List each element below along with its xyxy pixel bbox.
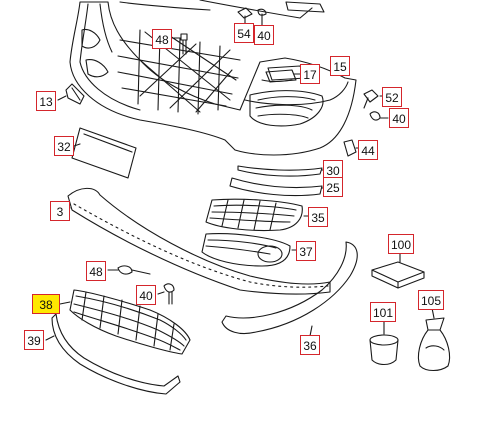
callout-40-top[interactable]: 40 [254, 25, 274, 45]
part-105-bag [417, 317, 451, 372]
part-39-frame [51, 313, 181, 395]
leader-38 [59, 301, 71, 305]
part-37-grille [201, 233, 291, 267]
screw-48-top [175, 33, 188, 55]
callout-36[interactable]: 36 [300, 335, 320, 355]
callout-25[interactable]: 25 [323, 177, 343, 197]
part-35-grille [205, 198, 303, 232]
callout-48-top[interactable]: 48 [152, 29, 172, 49]
part-38-lower-grille [69, 289, 191, 355]
callout-35[interactable]: 35 [308, 207, 328, 227]
part-17-pad [265, 69, 297, 83]
callout-30[interactable]: 30 [323, 160, 343, 180]
bracket-top [285, 1, 325, 13]
callout-100[interactable]: 100 [388, 234, 415, 254]
callout-15[interactable]: 15 [330, 56, 350, 76]
part-100-pad [371, 261, 425, 289]
part-13-bracket [65, 83, 85, 105]
callout-101[interactable]: 101 [370, 302, 397, 322]
part-3-spoiler [67, 187, 331, 295]
callout-44[interactable]: 44 [358, 140, 378, 160]
leader-39 [45, 335, 55, 341]
part-25-trim [229, 177, 323, 197]
part-32-plate-bracket [71, 127, 137, 179]
callout-37[interactable]: 37 [296, 241, 316, 261]
part-30-trim [237, 165, 323, 177]
leader-13 [57, 95, 67, 101]
callout-40-right[interactable]: 40 [389, 108, 409, 128]
bumper-cover [69, 0, 357, 156]
part-101-tube [369, 334, 399, 366]
screw-48-lower [117, 265, 151, 275]
leader-32 [73, 143, 81, 147]
callout-39[interactable]: 39 [24, 330, 44, 350]
part-36-strip [221, 241, 358, 335]
callout-32[interactable]: 32 [54, 136, 74, 156]
screw-40-lower [163, 283, 175, 305]
callout-40-lower[interactable]: 40 [136, 285, 156, 305]
callout-38-highlighted[interactable]: 38 [32, 294, 60, 314]
leader-40-lower [157, 291, 165, 295]
callout-52[interactable]: 52 [382, 87, 402, 107]
callout-54[interactable]: 54 [234, 23, 254, 43]
callout-13[interactable]: 13 [36, 91, 56, 111]
leader-36 [309, 325, 313, 337]
part-52-clip [363, 89, 379, 109]
callout-48-lower[interactable]: 48 [86, 261, 106, 281]
screw-40-right [369, 111, 389, 121]
callout-105[interactable]: 105 [418, 290, 445, 310]
callout-17[interactable]: 17 [300, 64, 320, 84]
part-44-sensor [343, 139, 357, 157]
callout-3[interactable]: 3 [50, 201, 70, 221]
